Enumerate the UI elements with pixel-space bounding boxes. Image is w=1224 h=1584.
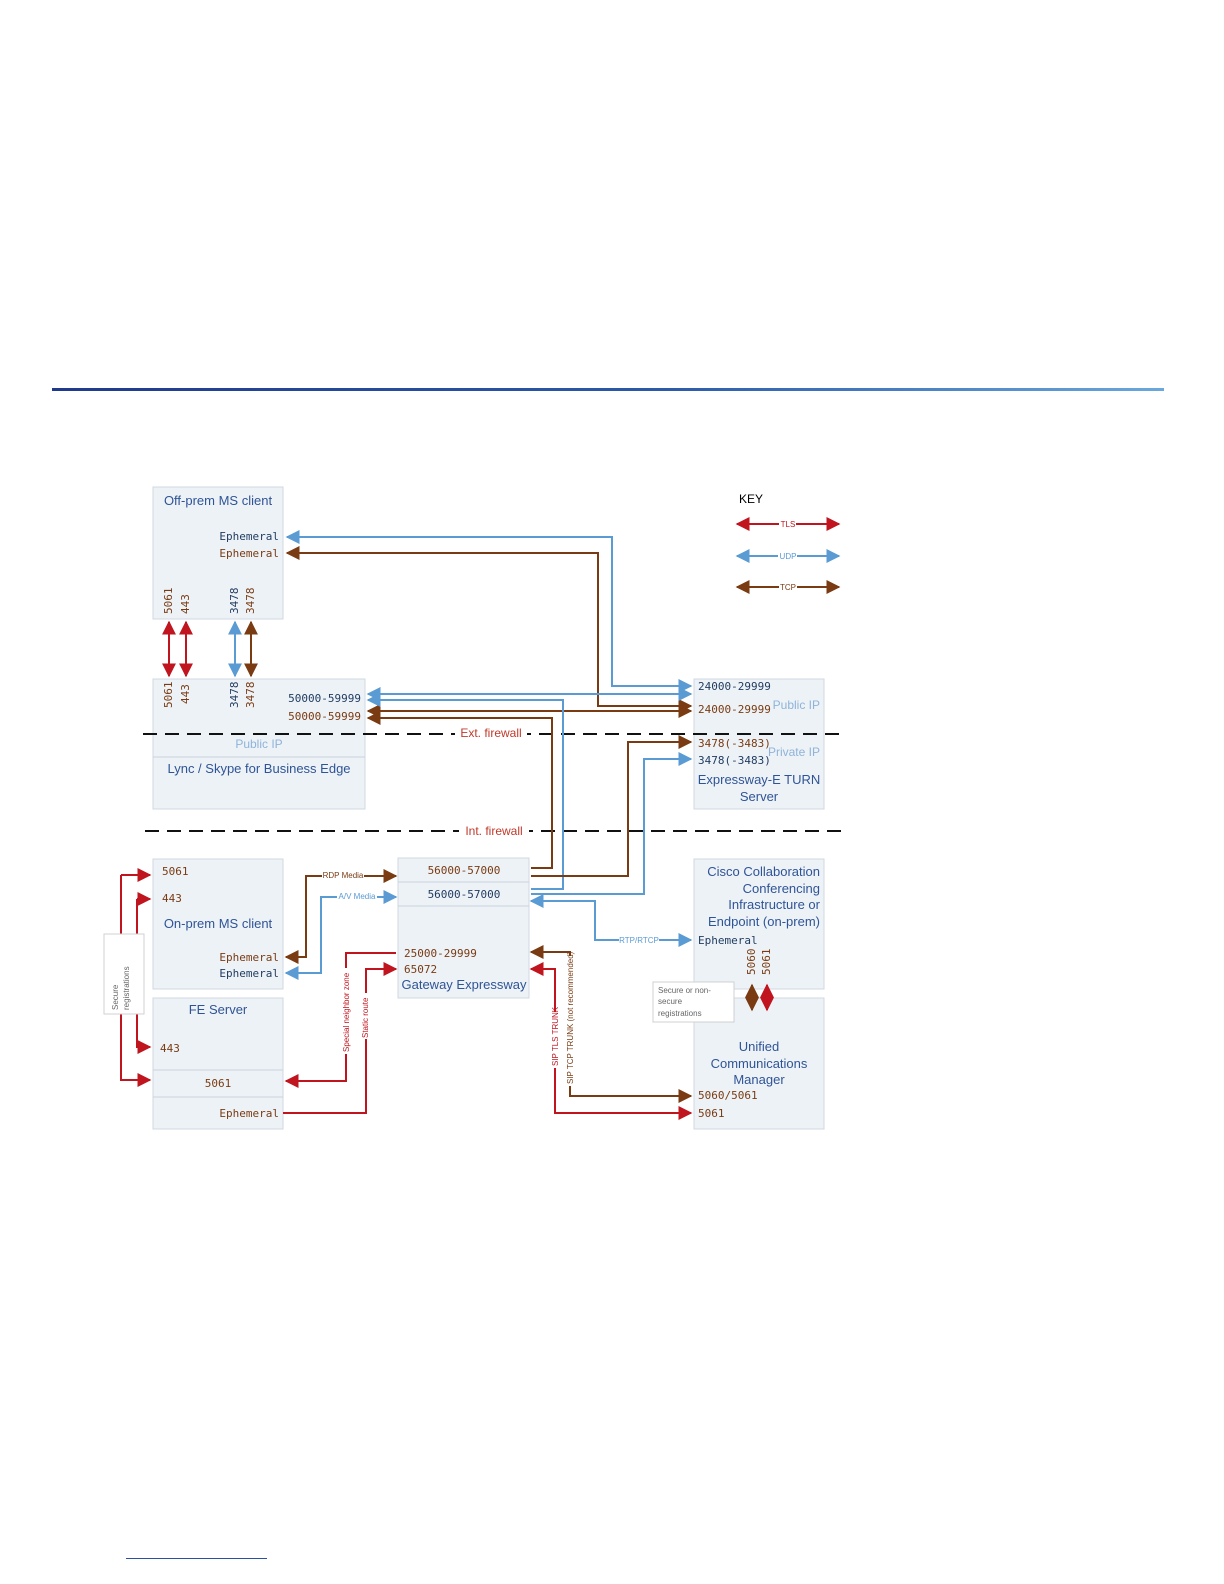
turn-port-tcp: 3478(-3483) — [698, 737, 771, 750]
legend: KEY TLS UDP TCP — [735, 492, 841, 594]
turn-port-udp: 3478(-3483) — [698, 754, 771, 767]
cucm-line3: Manager — [733, 1072, 785, 1087]
offprem-port-3478-tcp: 3478 — [244, 588, 257, 615]
offprem-port-443: 443 — [179, 594, 192, 614]
edge-public-ip: Public IP — [235, 737, 282, 751]
edge-server-box: 5061 443 3478 3478 50000-59999 50000-599… — [152, 678, 366, 810]
gateway-range-udp: 56000-57000 — [428, 888, 501, 901]
cucm-port-5061: 5061 — [698, 1107, 725, 1120]
connections — [120, 530, 774, 1120]
gateway-expressway-box: 56000-57000 56000-57000 25000-29999 6507… — [397, 857, 530, 999]
internal-firewall-label: Int. firewall — [465, 824, 522, 838]
rtp-rtcp-label: RTP/RTCP — [619, 936, 659, 945]
external-firewall: Ext. firewall — [143, 725, 840, 741]
vertical-route-labels: Special neighbor zone Static route SIP T… — [342, 951, 575, 1086]
edge-port-3478-udp: 3478 — [228, 682, 241, 709]
svg-text:Secure or non-: Secure or non- — [658, 986, 711, 995]
static-route-label: Static route — [361, 997, 370, 1038]
edge-title: Lync / Skype for Business Edge — [167, 761, 350, 776]
turn-public-ip: Public IP — [773, 698, 820, 712]
cisco-collab-box: Cisco Collaboration Conferencing Infrast… — [693, 858, 825, 990]
cucm-line2: Communications — [711, 1056, 808, 1071]
turn-server-box: 24000-29999 24000-29999 Public IP 3478(-… — [693, 678, 825, 810]
turn-range-tcp: 24000-29999 — [698, 703, 771, 716]
edge-port-5061: 5061 — [162, 682, 175, 709]
onprem-port-5061: 5061 — [162, 865, 189, 878]
offprem-title: Off-prem MS client — [164, 493, 273, 508]
cisco-port-5061: 5061 — [760, 949, 773, 976]
offprem-client-box: Off-prem MS client Ephemeral Ephemeral 5… — [152, 486, 284, 620]
legend-tls-label: TLS — [781, 520, 796, 529]
footer-link-underline — [126, 1558, 267, 1559]
gateway-port-65072: 65072 — [404, 963, 437, 976]
secure-nonsecure-note: Secure or non- secure registrations — [652, 981, 735, 1023]
offprem-ephemeral-tcp: Ephemeral — [219, 547, 279, 560]
onprem-title: On-prem MS client — [164, 916, 273, 931]
gateway-range-sip: 25000-29999 — [404, 947, 477, 960]
cisco-line3: Infrastructure or — [728, 897, 820, 912]
sip-tcp-label: SIP TCP TRUNK (not recommended) — [566, 951, 575, 1084]
fe-ephemeral: Ephemeral — [219, 1107, 279, 1120]
edge-range-tcp: 50000-59999 — [288, 710, 361, 723]
edge-port-3478-tcp: 3478 — [244, 682, 257, 709]
cucm-port-5060-5061: 5060/5061 — [698, 1089, 758, 1102]
fe-port-5061: 5061 — [205, 1077, 232, 1090]
rdp-media-label: RDP Media — [323, 871, 364, 880]
svg-text:Secure: Secure — [111, 984, 120, 1010]
fe-server-box: FE Server 443 5061 Ephemeral — [152, 997, 284, 1130]
turn-private-ip: Private IP — [768, 745, 820, 759]
legend-udp-label: UDP — [780, 552, 797, 561]
cisco-line4: Endpoint (on-prem) — [708, 914, 820, 929]
legend-title: KEY — [739, 492, 763, 506]
offprem-port-5061: 5061 — [162, 588, 175, 615]
cisco-line2: Conferencing — [743, 881, 820, 896]
cisco-ephemeral: Ephemeral — [698, 934, 758, 947]
external-firewall-label: Ext. firewall — [460, 726, 521, 740]
sip-tls-label: SIP TLS TRUNK — [551, 1006, 560, 1066]
gateway-title: Gateway Expressway — [402, 977, 527, 992]
offprem-ephemeral-udp: Ephemeral — [219, 530, 279, 543]
turn-range-udp: 24000-29999 — [698, 680, 771, 693]
onprem-client-box: 5061 443 On-prem MS client Ephemeral Eph… — [152, 858, 284, 990]
connection-labels: RDP Media A/V Media RTP/RTCP Secure regi… — [103, 871, 735, 1086]
cisco-line1: Cisco Collaboration — [707, 864, 820, 879]
cucm-line1: Unified — [739, 1039, 779, 1054]
secure-registrations-note: Secure registrations — [103, 933, 145, 1015]
onprem-ephemeral-tcp: Ephemeral — [219, 951, 279, 964]
fe-port-443: 443 — [160, 1042, 180, 1055]
av-media-label: A/V Media — [339, 892, 376, 901]
internal-firewall: Int. firewall — [145, 823, 842, 839]
fe-title: FE Server — [189, 1002, 248, 1017]
cucm-box: Unified Communications Manager 5060/5061… — [693, 997, 825, 1130]
edge-port-443: 443 — [179, 684, 192, 704]
onprem-port-443: 443 — [162, 892, 182, 905]
onprem-ephemeral-udp: Ephemeral — [219, 967, 279, 980]
header-rule — [52, 388, 1164, 391]
special-zone-label: Special neighbor zone — [342, 972, 351, 1052]
svg-text:secure: secure — [658, 997, 683, 1006]
svg-text:registrations: registrations — [658, 1009, 702, 1018]
svg-text:registrations: registrations — [122, 966, 131, 1010]
offprem-port-3478-udp: 3478 — [228, 588, 241, 615]
cisco-port-5060: 5060 — [745, 949, 758, 976]
edge-range-udp: 50000-59999 — [288, 692, 361, 705]
gateway-range-tcp: 56000-57000 — [428, 864, 501, 877]
legend-tcp-label: TCP — [780, 583, 796, 592]
turn-title-line2: Server — [740, 789, 779, 804]
turn-title-line1: Expressway-E TURN — [698, 772, 821, 787]
